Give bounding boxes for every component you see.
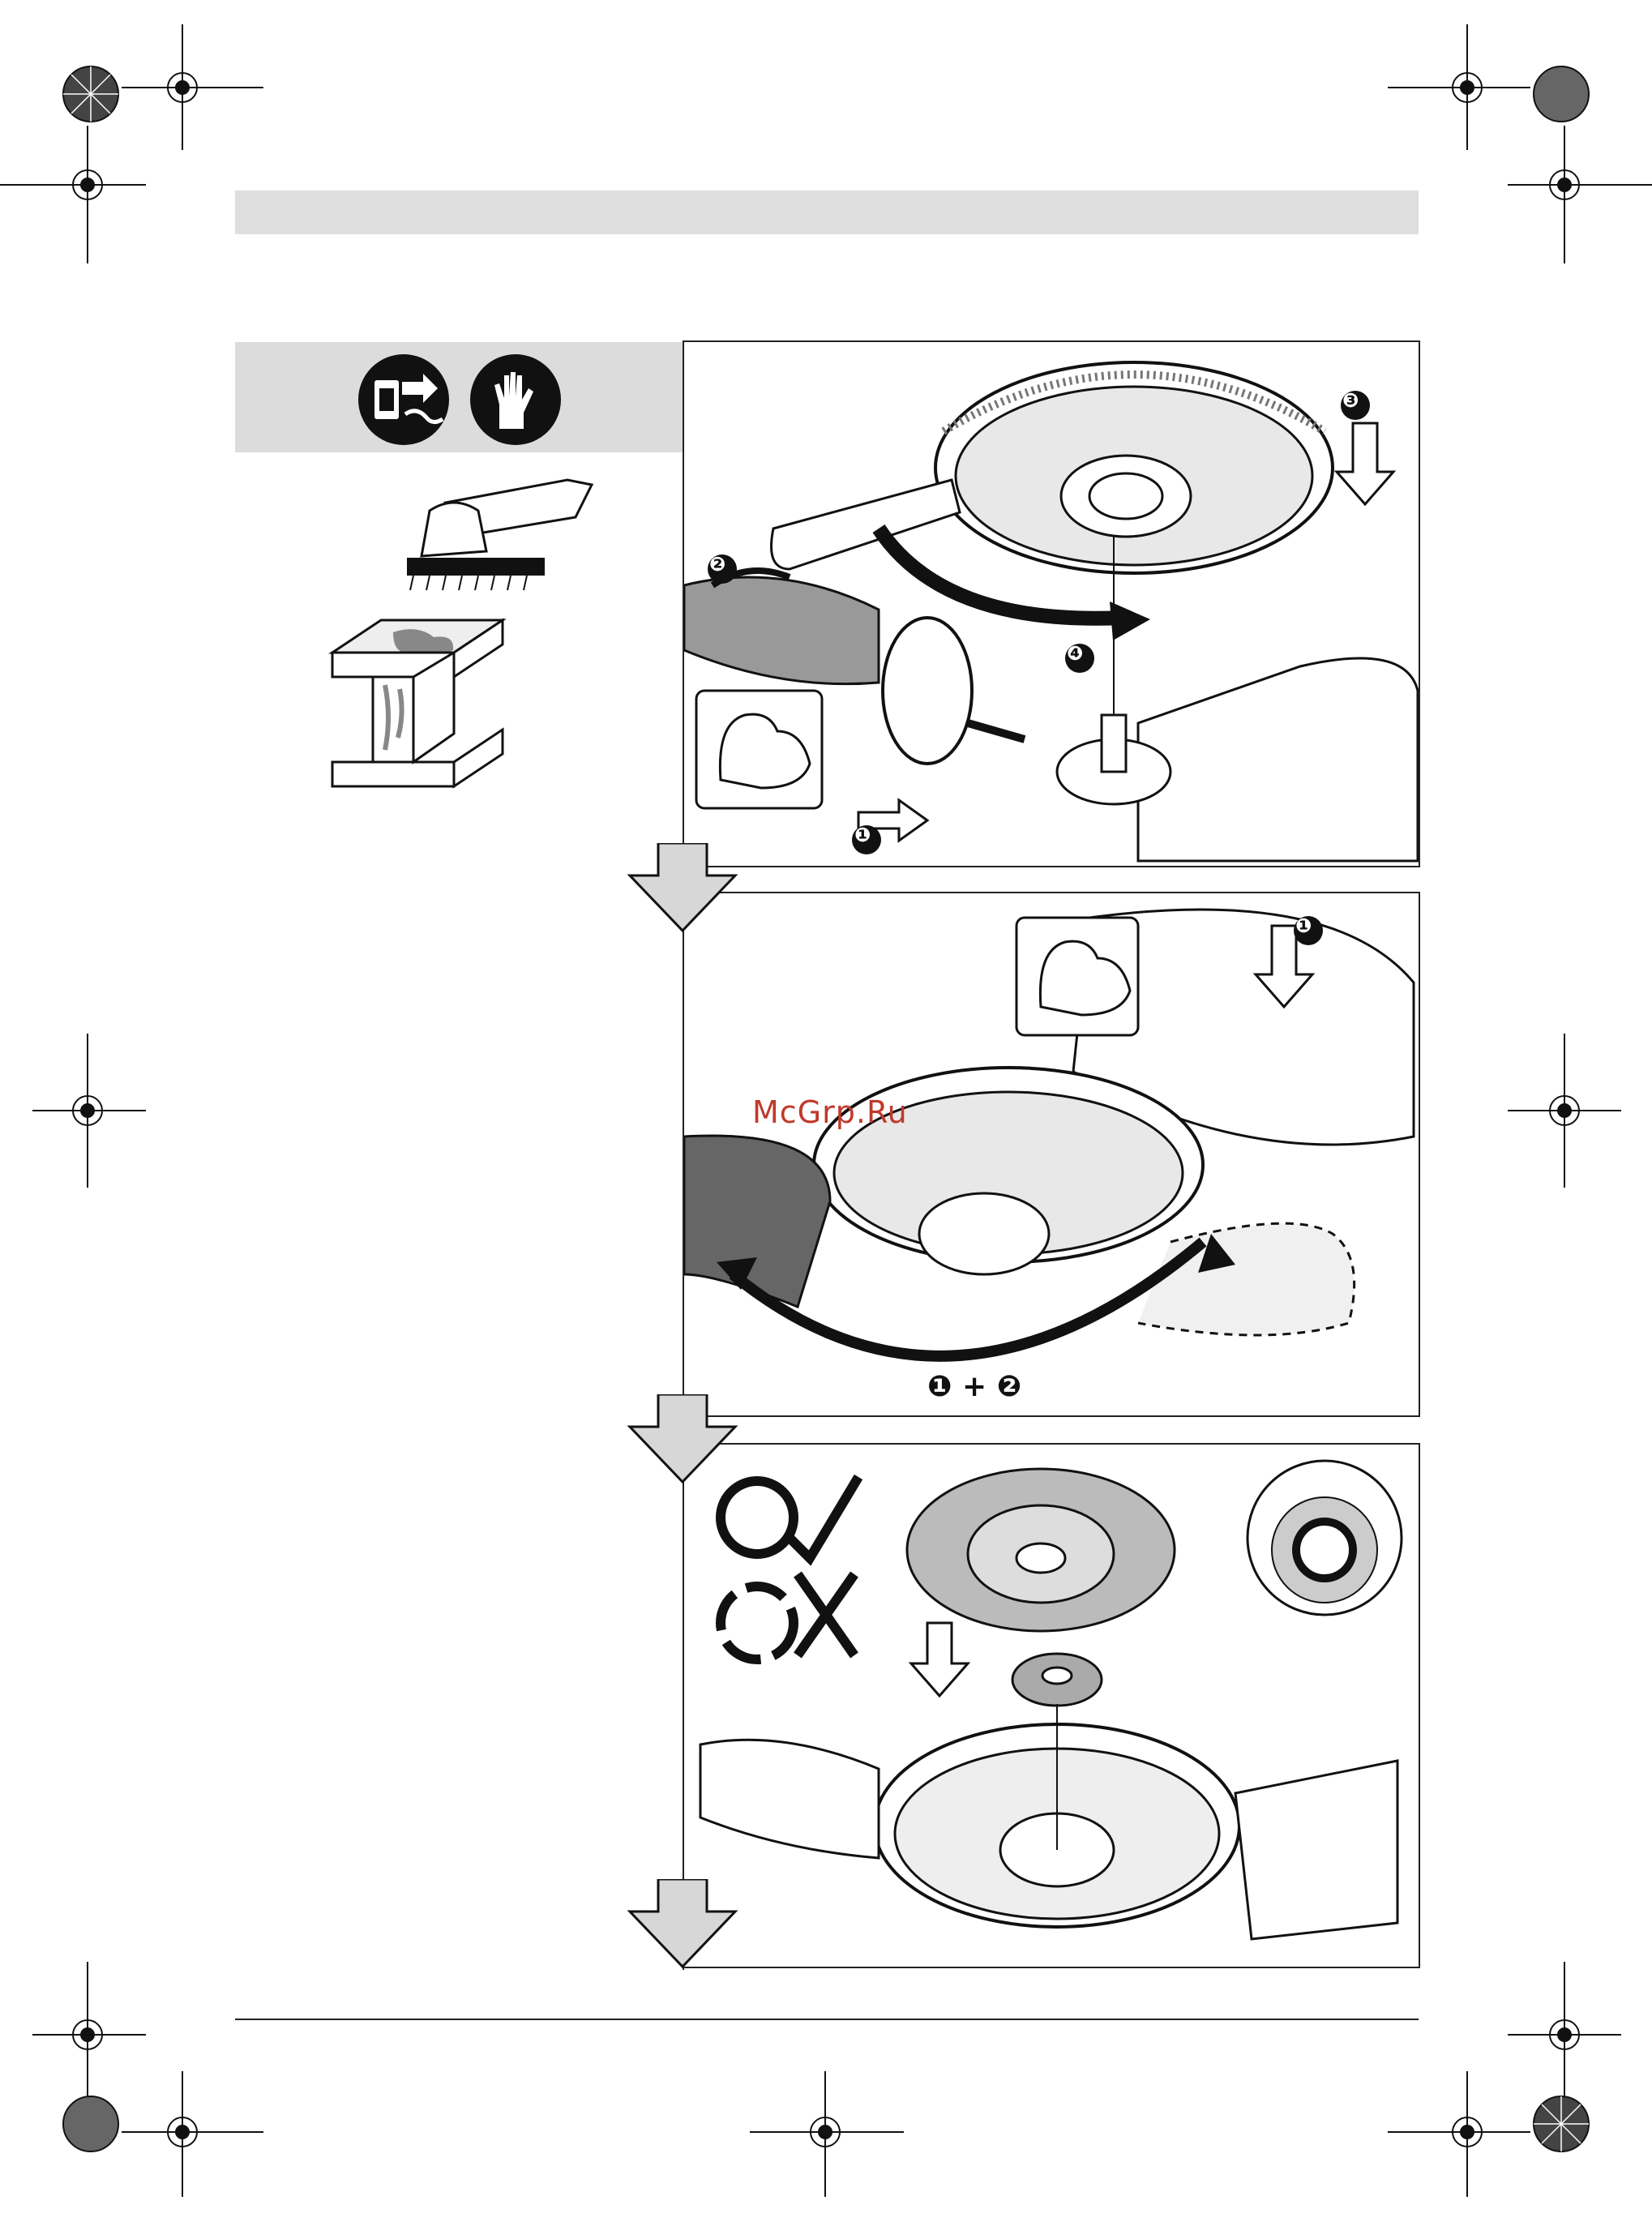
beam-icon bbox=[328, 612, 507, 803]
step-panel-3 bbox=[683, 1443, 1420, 1968]
flow-arrow-down-icon bbox=[626, 1394, 739, 1483]
unplug-icon bbox=[357, 353, 451, 447]
footer-rule bbox=[235, 2019, 1419, 2020]
gloves-icon bbox=[469, 353, 563, 447]
badge-2: ❷ bbox=[709, 553, 725, 576]
badge-1: ❶ bbox=[854, 824, 871, 846]
step-panel-1: ❷ ❶ ❸ ❹ bbox=[683, 340, 1420, 867]
step-label-1-plus-2: ❶ + ❷ bbox=[927, 1370, 1021, 1403]
badge-4: ❹ bbox=[1067, 642, 1083, 665]
grinder-icon bbox=[397, 470, 608, 608]
badge-1: ❶ bbox=[1295, 914, 1312, 937]
step-panel-2: ❶ ❶ + ❷ bbox=[683, 892, 1420, 1417]
badge-3: ❸ bbox=[1342, 389, 1359, 412]
guard-assembly-illustration bbox=[684, 342, 1419, 866]
flow-arrow-down-icon bbox=[626, 843, 739, 932]
watermark: McGrp.Ru bbox=[752, 1094, 908, 1130]
header-bar bbox=[235, 191, 1419, 234]
check-rotation-icon bbox=[721, 1477, 858, 1558]
guard-rotate-illustration bbox=[684, 893, 1419, 1415]
safety-icon-bar bbox=[235, 342, 683, 452]
flow-arrow-down-icon bbox=[626, 1879, 739, 1968]
disc-mount-illustration bbox=[684, 1445, 1419, 1967]
wrong-rotation-icon bbox=[721, 1574, 854, 1659]
